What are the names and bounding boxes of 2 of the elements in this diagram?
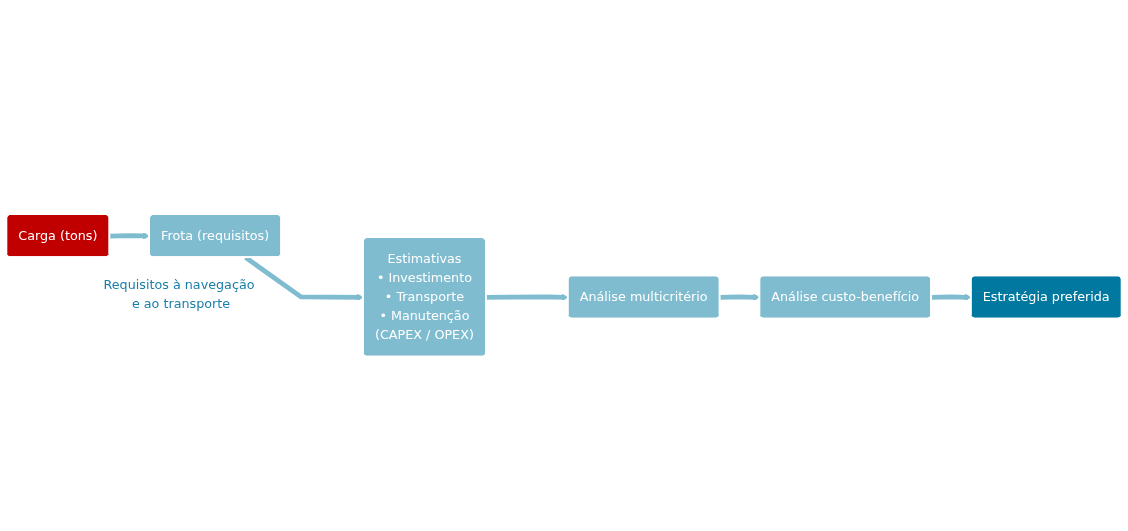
arrow <box>109 232 150 240</box>
node-label: Requisitos à navegação e ao transporte <box>103 277 255 312</box>
